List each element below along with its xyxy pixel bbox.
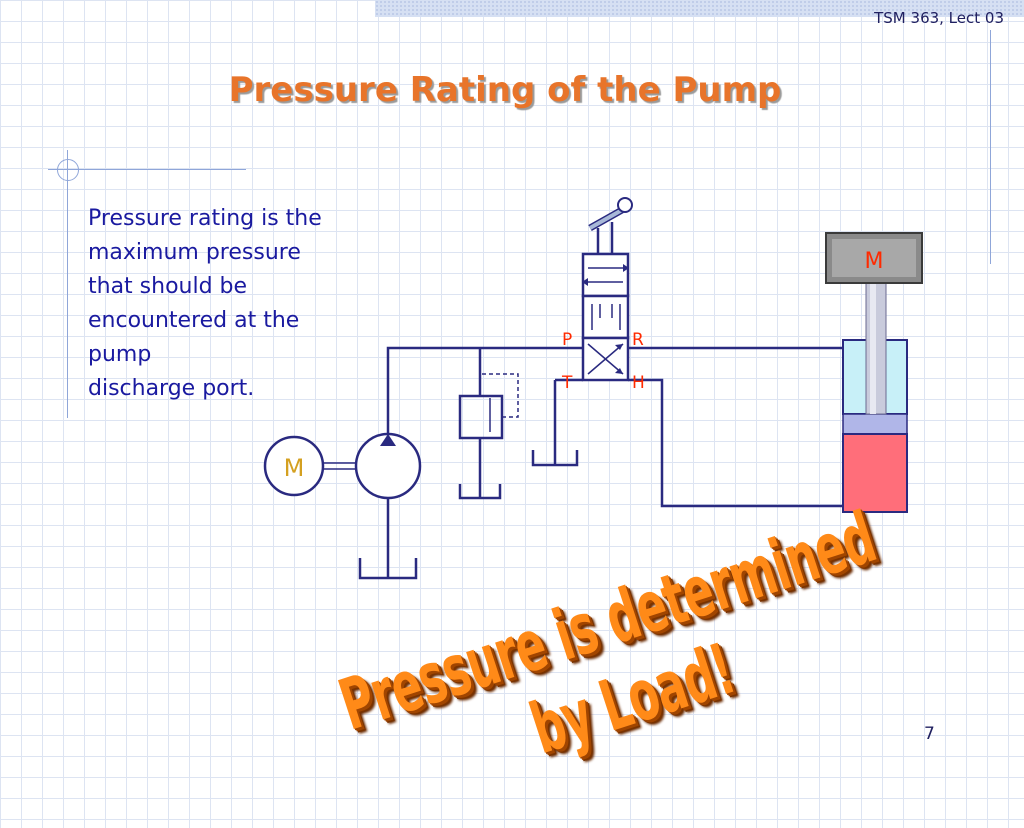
decorative-line-vertical: [67, 150, 68, 418]
relief-valve-body: [458, 394, 504, 440]
valve-port-t-label: T: [561, 373, 573, 393]
valve-port-p-label: P: [562, 330, 572, 350]
relief-tank: [458, 484, 502, 500]
hydraulic-circuit-diagram: M M P R T H: [263, 197, 923, 580]
supply-line: [386, 346, 583, 436]
header-band: [375, 0, 1024, 17]
pump-direction-arrow: [380, 434, 396, 446]
valve-port-r-label: R: [632, 330, 644, 350]
pump-tank: [358, 558, 418, 580]
line-to-cylinder-bottom: [628, 378, 843, 508]
valve-port-h-label: H: [632, 373, 645, 393]
valve-lever-knob: [617, 197, 633, 213]
decorative-line-horizontal: [48, 169, 246, 170]
decorative-circle: [57, 159, 79, 181]
motor-symbol: [263, 435, 325, 497]
slide-title: Pressure Rating of the Pump: [228, 70, 782, 110]
cylinder-piston: [842, 413, 908, 435]
valve-tank: [531, 450, 579, 467]
valve-cross-2: [587, 343, 624, 375]
decorative-line-right: [990, 30, 991, 264]
valve-lever: [588, 206, 624, 254]
page-number: 7: [924, 724, 935, 744]
valve-position-top: [581, 252, 630, 298]
load-label: M: [865, 249, 884, 274]
course-label: TSM 363, Lect 03: [874, 9, 1004, 27]
cylinder-lower-chamber: [842, 433, 908, 513]
motor-label: M: [284, 454, 305, 482]
valve-position-middle: [581, 294, 630, 340]
body-text: Pressure rating is the maximum pressure …: [88, 206, 322, 401]
relief-pilot-line: [482, 373, 519, 418]
